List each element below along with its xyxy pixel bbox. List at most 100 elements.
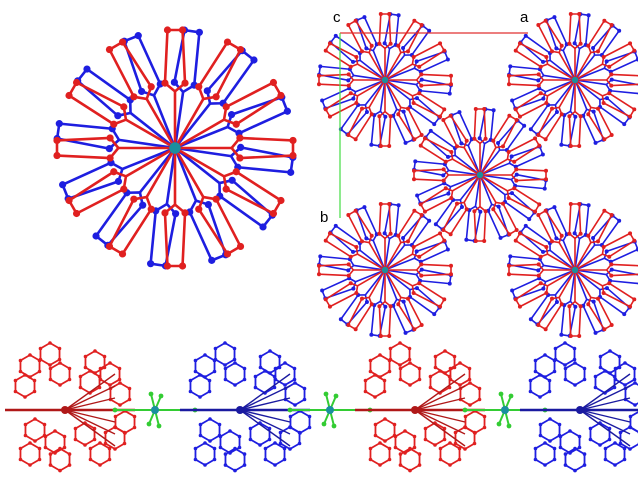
bond: [574, 242, 592, 271]
atom: [577, 12, 582, 16]
atom: [232, 168, 240, 176]
atom: [388, 41, 393, 46]
atom: [388, 346, 393, 351]
atom: [83, 354, 88, 359]
atom: [512, 186, 517, 191]
atom: [92, 232, 100, 240]
atom: [287, 407, 293, 413]
atom: [263, 446, 268, 451]
complex: [507, 12, 638, 148]
atom: [346, 262, 351, 267]
bond: [579, 409, 631, 447]
atom: [403, 330, 408, 335]
atom: [593, 330, 598, 335]
atom: [419, 133, 424, 138]
atom: [65, 91, 73, 100]
atom: [106, 134, 114, 142]
atom: [533, 209, 538, 214]
atom: [507, 73, 511, 78]
aromatic-ring: [254, 369, 276, 395]
atom: [83, 65, 91, 73]
bond: [479, 174, 497, 203]
atom: [438, 231, 443, 236]
atom: [364, 46, 369, 51]
atom: [567, 304, 572, 309]
atom: [438, 114, 443, 119]
atom: [472, 136, 477, 141]
atom: [359, 106, 364, 111]
atom: [563, 452, 568, 456]
atom: [549, 296, 554, 301]
bond: [125, 146, 176, 178]
atom: [411, 291, 416, 296]
atom: [292, 366, 297, 371]
bond: [547, 63, 576, 81]
bond: [384, 79, 413, 97]
atom: [513, 48, 518, 53]
atom: [543, 441, 547, 445]
atom: [635, 247, 638, 252]
atom: [346, 83, 351, 88]
atom: [457, 110, 462, 115]
atom: [491, 207, 496, 212]
atom: [317, 73, 321, 78]
atom: [382, 41, 387, 46]
bond: [579, 373, 631, 411]
single-complex-panel: [53, 26, 297, 270]
atom: [573, 446, 577, 451]
atom: [543, 18, 548, 23]
atom: [223, 452, 228, 456]
atom: [369, 142, 374, 147]
atom: [346, 273, 351, 278]
atom: [198, 433, 203, 438]
atom: [408, 446, 412, 451]
atom: [223, 250, 232, 258]
atom: [398, 377, 403, 382]
atom: [417, 366, 422, 371]
aromatic-ring: [554, 341, 576, 367]
atom: [282, 457, 287, 462]
atom: [417, 64, 422, 69]
atom: [552, 15, 557, 20]
atom: [513, 297, 518, 302]
atom: [447, 374, 452, 379]
atom: [113, 414, 118, 419]
atom: [242, 377, 247, 382]
atom: [258, 354, 263, 359]
atom: [387, 457, 392, 462]
atom: [103, 441, 108, 446]
bond: [239, 409, 291, 423]
atom: [396, 302, 401, 307]
atom: [567, 41, 572, 46]
atom: [351, 59, 356, 64]
atom: [573, 383, 577, 387]
atom: [577, 202, 582, 206]
atom: [108, 383, 112, 387]
atom: [607, 91, 612, 96]
atom: [114, 177, 123, 185]
atom: [67, 452, 72, 456]
atom: [457, 446, 462, 451]
atom: [407, 346, 412, 351]
atom: [203, 441, 207, 445]
atom: [588, 437, 593, 442]
atom: [107, 446, 112, 451]
bond: [121, 146, 176, 171]
atom: [413, 159, 418, 164]
atom: [454, 201, 459, 206]
bond: [574, 52, 592, 81]
atom: [105, 45, 114, 54]
atom: [458, 383, 462, 387]
bond: [414, 385, 466, 411]
atom: [118, 38, 127, 46]
atom: [549, 106, 554, 111]
atom: [72, 78, 81, 87]
atom: [28, 463, 32, 467]
atom: [517, 231, 522, 236]
aromatic-ring: [529, 373, 551, 399]
atom: [563, 341, 567, 345]
atom: [448, 113, 453, 118]
atom: [472, 441, 477, 446]
atom: [398, 341, 402, 345]
atom: [447, 281, 452, 286]
